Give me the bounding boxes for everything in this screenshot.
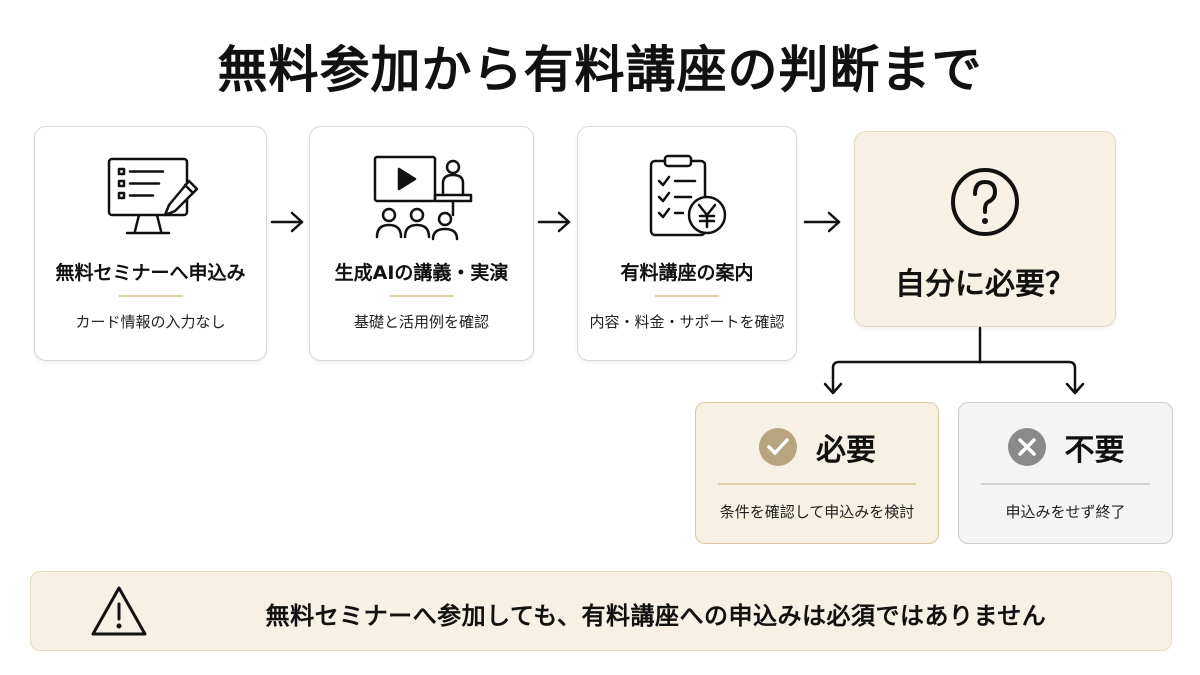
step-title: 無料セミナーへ申込み	[55, 262, 246, 284]
decision-box: 自分に必要？	[854, 131, 1116, 327]
outcome-subtitle: 条件を確認して申込みを検討	[719, 503, 915, 521]
branch-connector	[823, 326, 1085, 395]
divider	[655, 295, 719, 297]
decision-label: 自分に必要？	[895, 267, 1075, 302]
step-subtitle: 基礎と活用例を確認	[353, 313, 489, 331]
step-card-paid-course-info: 有料講座の案内 内容・料金・サポートを確認	[577, 126, 797, 361]
warning-icon	[91, 586, 147, 636]
outcome-label: 必要	[816, 433, 876, 468]
question-icon	[951, 168, 1019, 236]
lecture-video-audience-icon	[373, 155, 472, 241]
clipboard-yen-icon	[649, 154, 727, 237]
divider	[718, 483, 916, 485]
x-icon	[1007, 428, 1046, 466]
outcome-card-unnecessary: 不要 申込みをせず終了	[958, 402, 1173, 544]
divider	[389, 295, 454, 297]
step-title: 有料講座の案内	[620, 262, 754, 284]
step-subtitle: カード情報の入力なし	[75, 313, 226, 331]
divider	[981, 483, 1150, 485]
outcome-label: 不要	[1064, 433, 1125, 468]
notice-text: 無料セミナーへ参加しても、有料講座への申込みは必須ではありません	[265, 602, 1047, 630]
arrow-right-icon	[537, 211, 571, 233]
check-icon	[759, 428, 797, 466]
arrow-right-icon	[803, 211, 841, 233]
computer-form-pen-icon	[107, 157, 198, 235]
page-title: 無料参加から有料講座の判断まで	[217, 41, 983, 99]
step-subtitle: 内容・料金・サポートを確認	[589, 313, 785, 331]
step-title: 生成AIの講義・実演	[334, 262, 509, 284]
notice-banner: 無料セミナーへ参加しても、有料講座への申込みは必須ではありません	[30, 571, 1172, 651]
step-card-ai-lecture: 生成AIの講義・実演 基礎と活用例を確認	[309, 126, 534, 361]
divider	[118, 295, 183, 297]
outcome-subtitle: 申込みをせず終了	[1005, 503, 1126, 521]
outcome-card-necessary: 必要 条件を確認して申込みを検討	[695, 402, 939, 544]
step-card-seminar-signup: 無料セミナーへ申込み カード情報の入力なし	[34, 126, 267, 361]
arrow-right-icon	[270, 211, 304, 233]
